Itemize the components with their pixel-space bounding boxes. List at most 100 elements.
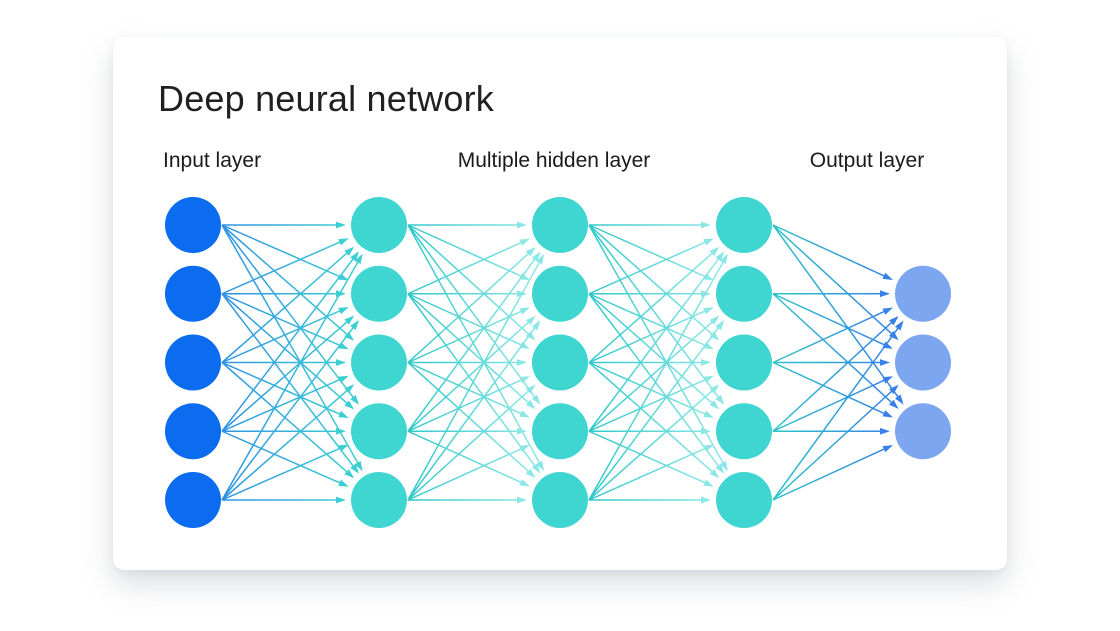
neuron-node-output: [895, 334, 951, 391]
arrowhead-icon: [336, 359, 346, 366]
connection-line: [772, 293, 887, 347]
arrowhead-icon: [517, 359, 527, 366]
connection-line: [407, 260, 541, 501]
connection-line: [772, 326, 900, 501]
connection-line: [407, 430, 523, 484]
arrowhead-icon: [703, 238, 714, 246]
connection-line: [588, 361, 707, 416]
arrowhead-icon: [350, 251, 359, 262]
connection-line: [588, 389, 714, 501]
neuron-node-input: [165, 197, 221, 253]
connection-line: [588, 309, 707, 364]
arrowhead-icon: [703, 444, 714, 452]
connection-line: [772, 224, 894, 336]
connection-line: [588, 293, 707, 347]
arrowhead-icon: [889, 384, 899, 395]
arrowhead-icon: [880, 427, 890, 435]
connection-group-input-to-hidden-1: [221, 221, 363, 504]
arrowhead-icon: [350, 320, 359, 330]
neuron-node-hidden-3: [716, 334, 772, 391]
neuron-node-hidden-2: [532, 197, 588, 253]
arrowhead-icon: [517, 496, 527, 504]
connection-line: [221, 224, 342, 278]
connection-line: [407, 389, 531, 501]
arrowhead-icon: [703, 375, 714, 383]
connection-line: [588, 240, 707, 295]
connection-line: [221, 293, 342, 347]
neuron-node-hidden-3: [716, 265, 772, 322]
arrowhead-icon: [701, 496, 711, 504]
connection-line: [221, 325, 355, 501]
arrowhead-icon: [344, 400, 355, 410]
arrowhead-icon: [519, 238, 530, 246]
arrowhead-icon: [709, 315, 720, 325]
connection-line: [588, 224, 720, 399]
label-input-layer: Input layer: [163, 149, 262, 172]
arrowhead-icon: [536, 253, 544, 265]
connection-line: [407, 241, 523, 295]
connection-line: [221, 388, 349, 501]
arrowhead-icon: [701, 359, 711, 366]
arrowhead-icon: [715, 251, 725, 262]
neural-network-diagram: [165, 197, 951, 528]
neuron-node-hidden-1: [351, 334, 407, 391]
layer-hidden-3: [716, 197, 772, 528]
arrowhead-icon: [525, 384, 536, 394]
connection-line: [772, 389, 894, 501]
connection-line: [221, 447, 342, 501]
connection-group-hidden-1-to-hidden-2: [407, 221, 544, 504]
connection-line: [221, 378, 342, 432]
label-output-layer: Output layer: [809, 149, 925, 172]
arrowhead-icon: [709, 246, 720, 257]
arrowhead-icon: [519, 341, 530, 349]
arrowhead-icon: [715, 394, 725, 405]
arrowhead-icon: [525, 468, 536, 478]
connection-line: [407, 224, 537, 399]
connection-line: [772, 310, 887, 364]
connection-line: [221, 240, 342, 295]
arrowhead-icon: [536, 460, 544, 472]
arrowhead-icon: [519, 307, 530, 315]
connection-line: [221, 430, 342, 485]
arrowhead-icon: [338, 444, 349, 452]
arrowhead-icon: [525, 399, 536, 410]
connection-line: [221, 260, 360, 501]
arrowhead-icon: [531, 463, 541, 474]
connection-line: [772, 378, 887, 432]
arrowhead-icon: [519, 272, 530, 281]
connection-line: [407, 309, 523, 364]
connection-line: [588, 260, 725, 501]
neuron-node-hidden-1: [351, 265, 407, 322]
connection-line: [221, 361, 342, 416]
arrowhead-icon: [344, 246, 355, 256]
arrowhead-icon: [719, 253, 728, 265]
arrowhead-icon: [525, 331, 536, 341]
arrowhead-icon: [517, 221, 527, 229]
connection-line: [772, 447, 887, 501]
connection-line: [221, 293, 355, 468]
arrowhead-icon: [882, 445, 893, 453]
arrowhead-icon: [338, 238, 349, 246]
connection-line: [221, 309, 342, 364]
connection-line: [407, 378, 523, 432]
connection-line: [588, 378, 707, 432]
arrowhead-icon: [338, 307, 349, 315]
layer-output: [895, 265, 951, 460]
connection-line: [221, 251, 349, 364]
connection-line: [221, 224, 355, 400]
arrowhead-icon: [344, 469, 355, 479]
arrowhead-icon: [882, 410, 893, 418]
layer-hidden-2: [532, 197, 588, 528]
arrowhead-icon: [525, 247, 536, 257]
connection-line: [407, 293, 537, 468]
arrowhead-icon: [709, 331, 720, 341]
connection-line: [407, 293, 523, 347]
arrowhead-icon: [715, 320, 725, 331]
connection-line: [588, 320, 714, 432]
connection-line: [588, 257, 720, 432]
arrowhead-icon: [889, 316, 899, 326]
arrowhead-icon: [344, 331, 355, 341]
connection-line: [588, 326, 720, 501]
arrowhead-icon: [350, 463, 359, 474]
